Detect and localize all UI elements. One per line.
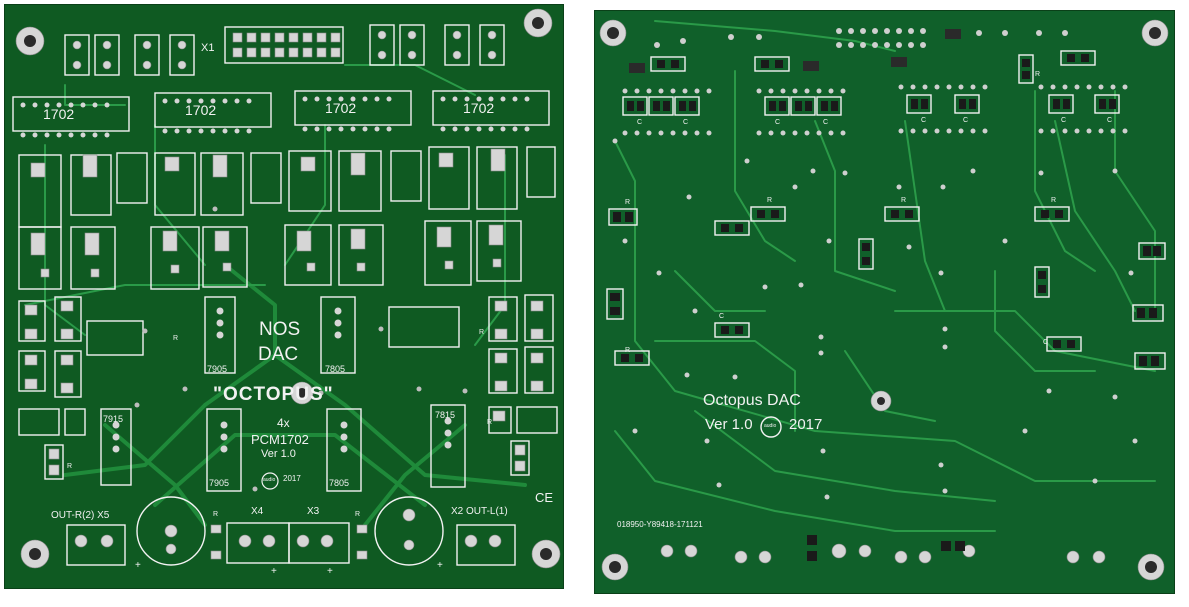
resistor-mark-front-2: R [479,329,485,336]
cap-mark-back-2: C [683,119,689,126]
cap-mark-back-8: C [1107,117,1113,124]
x3-label: X3 [307,506,320,517]
smd-cap-blocks [18,146,556,290]
front-version: Ver 1.0 [261,448,296,460]
header-x1 [224,26,344,64]
back-smd-resistors [606,50,1166,370]
cap-mark-back-1: C [637,119,643,126]
x2-out-l-label: X2 OUT-L(1) [451,506,508,517]
out-r-x5-label: OUT-R(2) X5 [51,510,110,521]
resistor-mark-back-5: R [1035,71,1041,78]
regulator-outlines [100,296,466,492]
resistor-mark-front-5: R [213,511,219,518]
x1-label: X1 [201,42,215,54]
regulator-pads [112,307,452,453]
subtitle-pcm1702: PCM1702 [251,432,309,447]
resistor-mark-front-6: R [355,511,361,518]
pcb-front-artwork [12,8,561,569]
chip-outlines [12,90,550,132]
back-year: 2017 [789,416,823,433]
chip-pin-rows [20,96,530,138]
back-smd-ics [629,29,961,73]
mount-hole-bl [20,539,50,569]
brand-octopus: "OCTOPUS" [213,384,334,405]
subtitle-4x: 4x [277,416,290,430]
back-mount-hole-tl [599,19,627,47]
chip-label-4: 1702 [463,100,495,116]
bottom-connectors [66,522,516,566]
ce-mark: CE [535,490,554,505]
octopus-logo-pad [290,381,314,405]
pcb-back-artwork [599,19,1169,581]
mount-hole-tr [523,8,553,38]
resistor-mark-back-2: R [767,197,773,204]
plus-mark-1: + [135,560,141,571]
mount-hole-tl [15,26,45,56]
pcb-back: Octopus DAC Ver 1.0 audio 2017 018950-Y8… [594,10,1175,594]
back-logo-text: audio [764,423,777,429]
plus-mark-4: + [437,560,443,571]
back-mount-hole-tr [1141,19,1169,47]
title-line2: DAC [258,344,299,365]
cap-mark-back-4: C [823,119,829,126]
resistor-mark-front-1: R [173,335,179,342]
cap-mark-back-10: C [1043,339,1049,346]
cap-mark-back-3: C [775,119,781,126]
reg-label-7905-top: 7905 [207,364,228,374]
back-mount-hole-br [1137,553,1165,581]
side-components [18,294,558,480]
back-center-hole [870,390,892,412]
chip-label-2: 1702 [185,102,217,118]
reg-label-7905-bottom: 7905 [209,478,230,488]
front-logo-text: audio [263,477,276,483]
front-year: 2017 [283,474,301,483]
plus-mark-2: + [271,566,277,577]
top-cap-row [64,24,505,76]
cap-mark-back-9: C [719,313,725,320]
cap-mark-back-6: C [963,117,969,124]
back-mount-hole-bl [601,553,629,581]
resistor-mark-back-1: R [625,199,631,206]
resistor-mark-front-4: R [487,419,493,426]
resistor-mark-back-6: R [625,347,631,354]
bulk-caps [136,496,444,566]
chip-label-3: 1702 [325,100,357,116]
plus-mark-3: + [327,566,333,577]
reg-label-7805-top: 7805 [325,364,346,374]
reg-label-7815: 7815 [435,410,456,420]
back-smd-caps [622,94,1120,116]
side-pads [24,300,544,476]
x4-label: X4 [251,506,264,517]
resistor-mark-back-4: R [1051,197,1057,204]
reg-label-7805-bottom: 7805 [329,478,350,488]
cap-mark-back-7: C [1061,117,1067,124]
back-title: Octopus DAC [703,392,801,409]
reg-label-7915: 7915 [103,414,124,424]
pcb-front: X1 1702 1702 1702 1702 NOS DAC 7905 7805… [4,4,564,589]
title-line1: NOS [259,319,301,340]
chip-label-1: 1702 [43,106,75,122]
back-bottom-pads [660,535,1106,564]
back-serial: 018950-Y89418-171121 [617,520,703,529]
mount-hole-br [531,539,561,569]
resistor-mark-front-3: R [67,463,73,470]
audio-logo-front [261,472,279,490]
audio-logo-back [760,416,782,438]
back-version: Ver 1.0 [705,416,753,433]
resistor-mark-back-3: R [901,197,907,204]
cap-mark-back-5: C [921,117,927,124]
